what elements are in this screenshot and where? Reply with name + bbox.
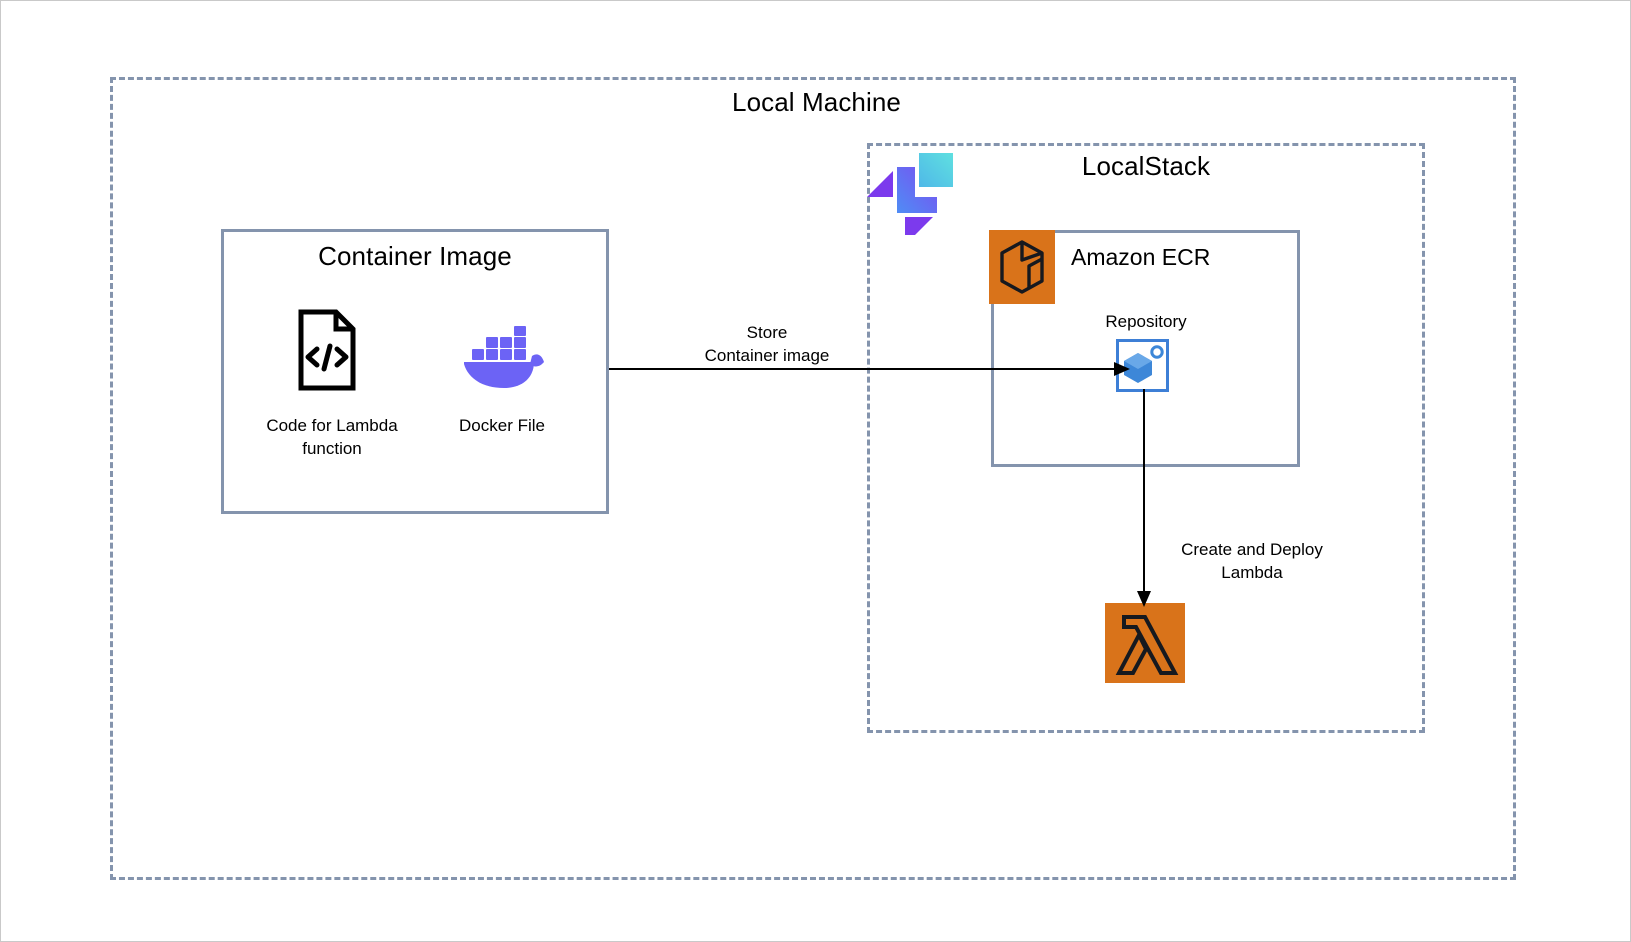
store-container-image-arrow bbox=[609, 353, 1134, 385]
local-machine-group bbox=[110, 77, 1516, 880]
localstack-logo bbox=[863, 149, 955, 235]
aws-lambda-icon bbox=[1105, 603, 1185, 683]
container-image-box bbox=[221, 229, 609, 514]
amazon-ecr-icon bbox=[989, 230, 1055, 304]
local-machine-title: Local Machine bbox=[732, 87, 901, 117]
docker-whale-icon bbox=[456, 326, 548, 390]
amazon-ecr-title: Amazon ECR bbox=[1071, 244, 1211, 270]
repository-label: Repository bbox=[1105, 312, 1187, 331]
code-file-label: Code for Lambda function bbox=[266, 416, 398, 458]
create-deploy-lambda-label: Create and Deploy Lambda bbox=[1181, 540, 1323, 582]
localstack-group bbox=[867, 143, 1425, 733]
store-container-image-label: Store Container image bbox=[704, 323, 830, 365]
container-image-title: Container Image bbox=[318, 241, 512, 271]
localstack-title: LocalStack bbox=[1081, 151, 1211, 181]
create-deploy-lambda-arrow bbox=[1119, 389, 1179, 609]
code-file-icon bbox=[298, 309, 356, 391]
docker-file-label: Docker File bbox=[459, 416, 545, 435]
